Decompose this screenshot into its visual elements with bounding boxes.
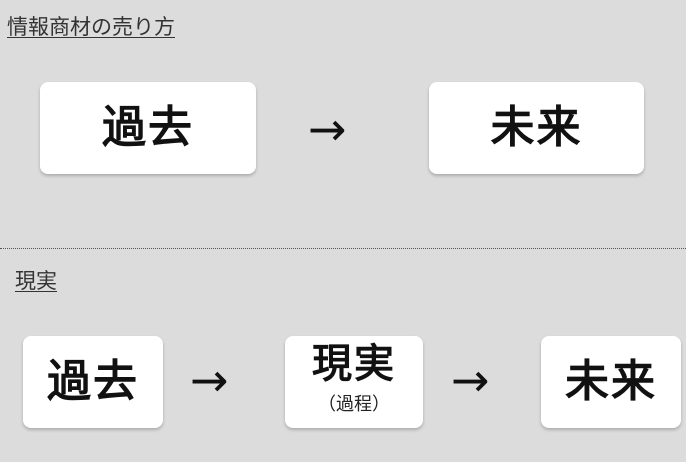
- node-label: 未来: [490, 102, 583, 153]
- right-arrow-icon: →: [190, 353, 229, 407]
- section-heading-reality: 現実: [15, 269, 57, 293]
- right-arrow-icon: →: [451, 353, 490, 407]
- section-heading-sales: 情報商材の売り方: [7, 15, 175, 39]
- node-past-reality: 過去: [23, 336, 163, 428]
- node-sublabel: （過程）: [318, 394, 390, 415]
- node-label: 未来: [565, 356, 657, 407]
- node-present-reality: 現実 （過程）: [285, 336, 423, 428]
- node-label: 現実: [312, 340, 396, 387]
- node-past-sales: 過去: [40, 82, 256, 174]
- node-future-sales: 未来: [429, 82, 644, 174]
- node-label: 過去: [102, 102, 194, 153]
- section-divider: [0, 248, 686, 249]
- right-arrow-icon: →: [308, 102, 347, 156]
- node-label: 過去: [47, 356, 139, 407]
- node-future-reality: 未来: [541, 336, 681, 428]
